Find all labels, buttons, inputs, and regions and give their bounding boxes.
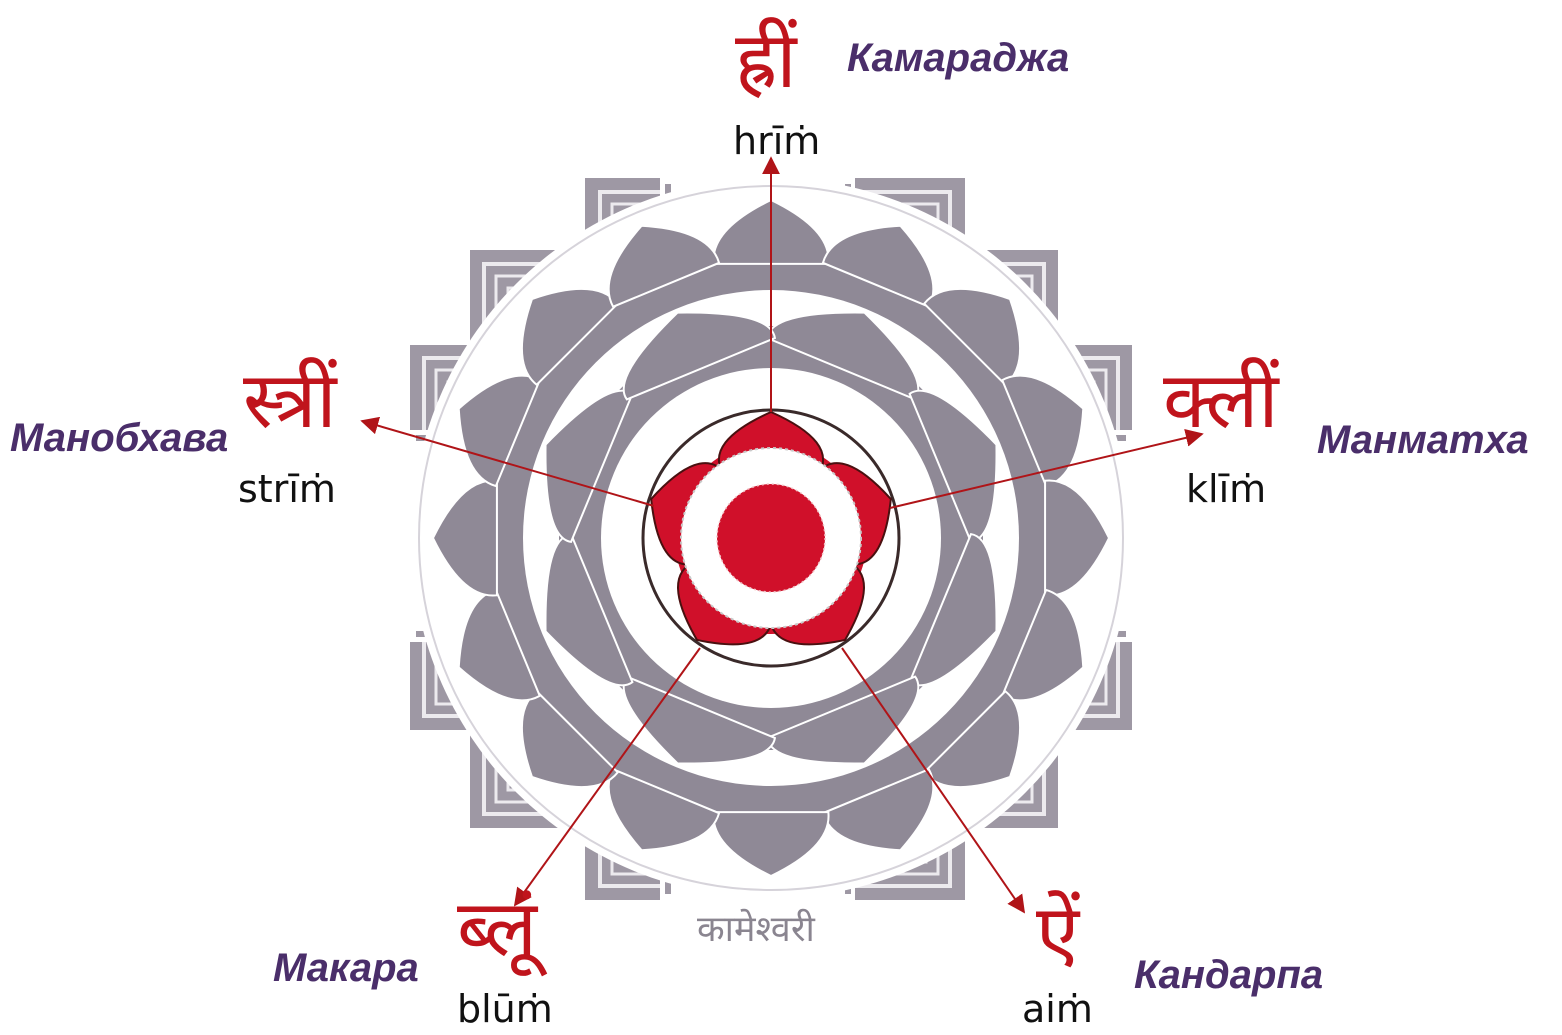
bija-klim-name: Манматха — [1317, 420, 1529, 460]
bija-aim-name: Кандарпа — [1134, 955, 1323, 995]
bija-hrim-translit: hrīṁ — [733, 122, 820, 160]
bija-aim-translit: aiṁ — [1022, 990, 1093, 1028]
bija-klim-devanagari: क्लीं — [1163, 362, 1279, 440]
bija-aim-devanagari: ऐं — [1036, 895, 1079, 973]
bija-hrim-devanagari: ह्रीं — [735, 22, 797, 100]
yantra-caption: कामेश्वरी — [697, 912, 815, 948]
bija-strim-devanagari: स्त्रीं — [243, 362, 337, 440]
bija-strim-name: Манобхава — [10, 418, 228, 458]
bija-blum-devanagari: ब्लूं — [457, 890, 537, 968]
bija-blum-name: Макара — [273, 948, 419, 988]
bija-strim-translit: strīṁ — [238, 470, 336, 508]
bija-hrim-name: Камараджа — [847, 38, 1069, 78]
bija-blum-translit: blūṁ — [457, 990, 553, 1028]
bija-klim-translit: klīṁ — [1186, 470, 1266, 508]
